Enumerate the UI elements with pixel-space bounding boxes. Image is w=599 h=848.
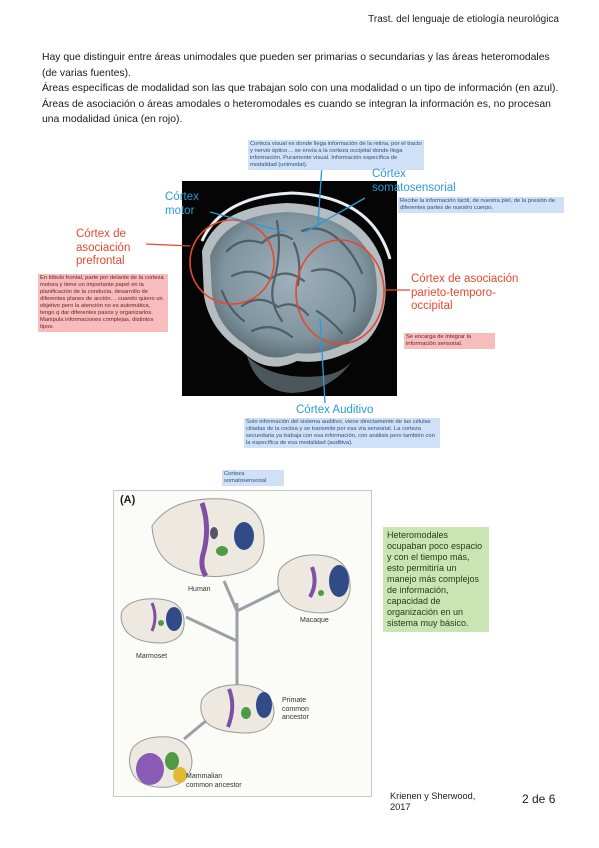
note-visual: Corteza visual es donde llega informació… — [248, 140, 424, 170]
primate-ancestor-brain — [200, 684, 275, 734]
note-heteromodales: Heteromodales ocupaban poco espacio y co… — [383, 527, 489, 632]
intro-line-3: Áreas de asociación o áreas amodales o h… — [42, 98, 551, 126]
evolution-tree — [120, 498, 351, 788]
species-human: Human — [188, 586, 211, 593]
macaque-brain — [277, 554, 351, 614]
human-brain — [151, 498, 265, 578]
species-mammal-ancestor: Mammalian common ancestor — [186, 773, 242, 789]
species-macaque: Macaque — [300, 617, 329, 624]
note-somatosensorial: Recibe la información táctil, de nuestra… — [398, 197, 564, 213]
mammal-ancestor-brain — [128, 736, 193, 788]
intro-text: Hay que distinguir entre áreas unimodale… — [42, 50, 562, 128]
note-corteza-somatosensorial: Corteza somatosensorial — [222, 470, 284, 486]
note-auditivo: Solo información del sistema auditivo, v… — [244, 418, 440, 448]
evolution-figure: (A) — [113, 490, 372, 797]
marmoset-brain — [120, 598, 185, 644]
label-auditivo: Córtex Auditivo — [296, 404, 374, 416]
page-number: 2 de 6 — [522, 792, 556, 806]
citation: Krienen y Sherwood, 2017 — [390, 791, 476, 812]
note-prefrontal: En lóbulo frontal, parte por delante de … — [38, 274, 168, 332]
label-motor: Córtex motor — [165, 191, 199, 217]
intro-line-1: Hay que distinguir entre áreas unimodale… — [42, 52, 550, 79]
document-header: Trast. del lenguaje de etiología neuroló… — [368, 14, 559, 25]
label-somatosensorial: Córtex somatosensorial — [372, 168, 456, 194]
panel-label: (A) — [120, 494, 136, 506]
note-parieto: Se encarga de integrar la información se… — [404, 333, 495, 349]
label-prefrontal: Córtex de asociación prefrontal — [76, 228, 131, 267]
intro-line-2: Áreas específicas de modalidad son las q… — [42, 83, 559, 95]
species-marmoset: Marmoset — [136, 653, 168, 660]
label-parieto: Córtex de asociación parieto-temporo-occ… — [411, 273, 519, 312]
species-primate-ancestor: Primate common ancestor — [282, 697, 309, 721]
